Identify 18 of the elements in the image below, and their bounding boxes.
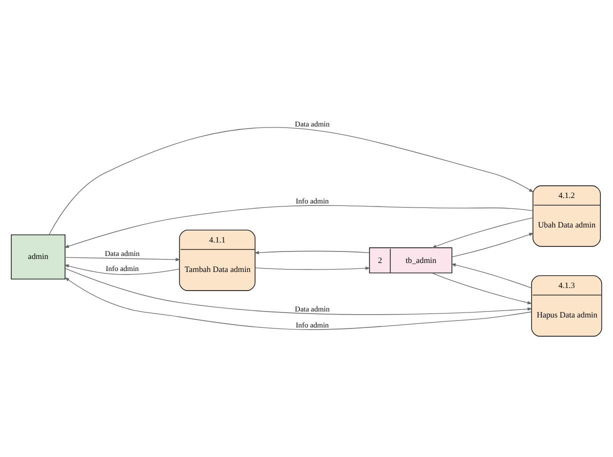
arrow [64,257,180,262]
arrow [432,218,534,248]
edge-label: Info admin [106,264,139,274]
arrow [451,263,532,288]
arrow [64,268,532,315]
edge-label: Data admin [104,249,140,258]
edge-label: Data admin [294,120,330,129]
arrow [64,277,532,330]
arrow [48,127,534,236]
edge-label: Info admin [296,196,329,206]
arrow [64,205,534,248]
arrow [452,232,534,258]
arrow [64,264,180,275]
edge-label: Data admin [294,304,330,314]
arrow [254,266,370,270]
arrow [254,250,370,254]
arrow [432,272,532,304]
edge-label: Info admin [296,320,329,330]
